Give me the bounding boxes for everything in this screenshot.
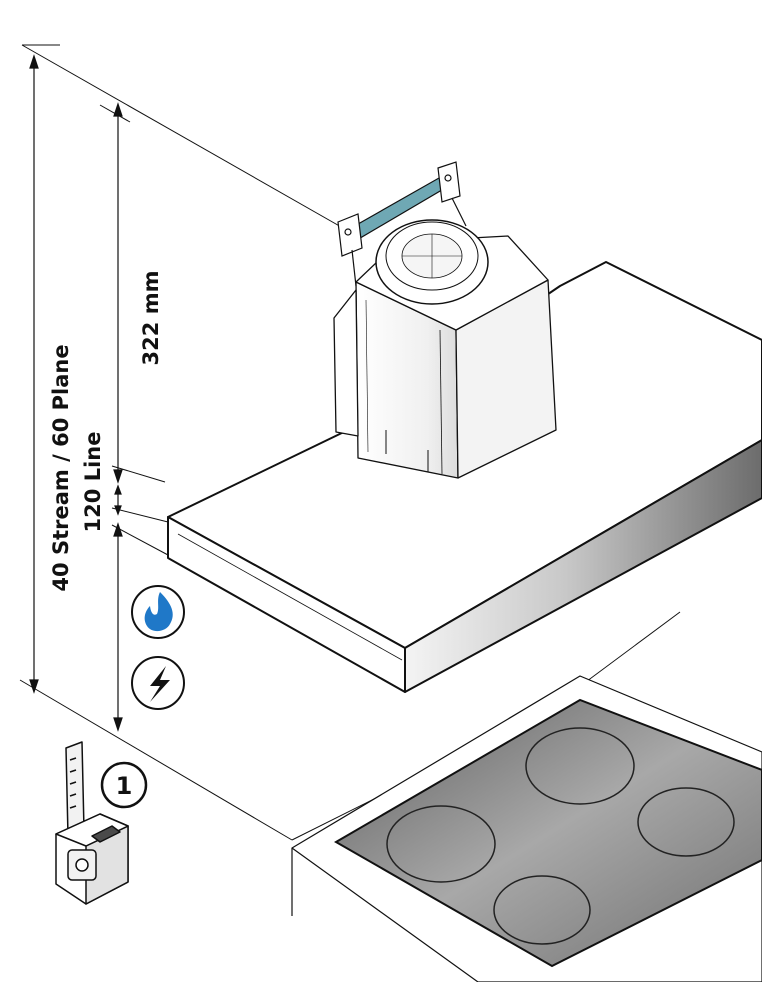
electric-bolt-icon — [131, 656, 185, 710]
measuring-tape-icon — [55, 741, 129, 905]
total-height-label: 40 Stream / 60 Plane — [49, 344, 73, 591]
chimney-left-panel — [333, 289, 359, 437]
step-number: 1 — [116, 772, 133, 800]
mounting-bracket — [337, 161, 467, 287]
hood-left-face — [167, 516, 406, 693]
chimney-height-label: 322 mm — [139, 271, 163, 366]
air-outlet — [375, 219, 489, 305]
cooking-zone — [525, 727, 635, 805]
hood-thickness-label: 120 Line — [81, 432, 105, 533]
cooking-zone — [386, 805, 496, 883]
cooking-zone — [493, 875, 591, 945]
cooking-zones — [386, 727, 735, 945]
step-number-badge: 1 — [100, 761, 148, 809]
induction-hob — [334, 698, 762, 968]
dimension-arrows — [29, 54, 123, 732]
cooking-zone — [637, 787, 735, 857]
gas-flame-icon — [131, 585, 185, 639]
hob-surface — [334, 698, 762, 968]
reference-lines — [19, 44, 681, 841]
